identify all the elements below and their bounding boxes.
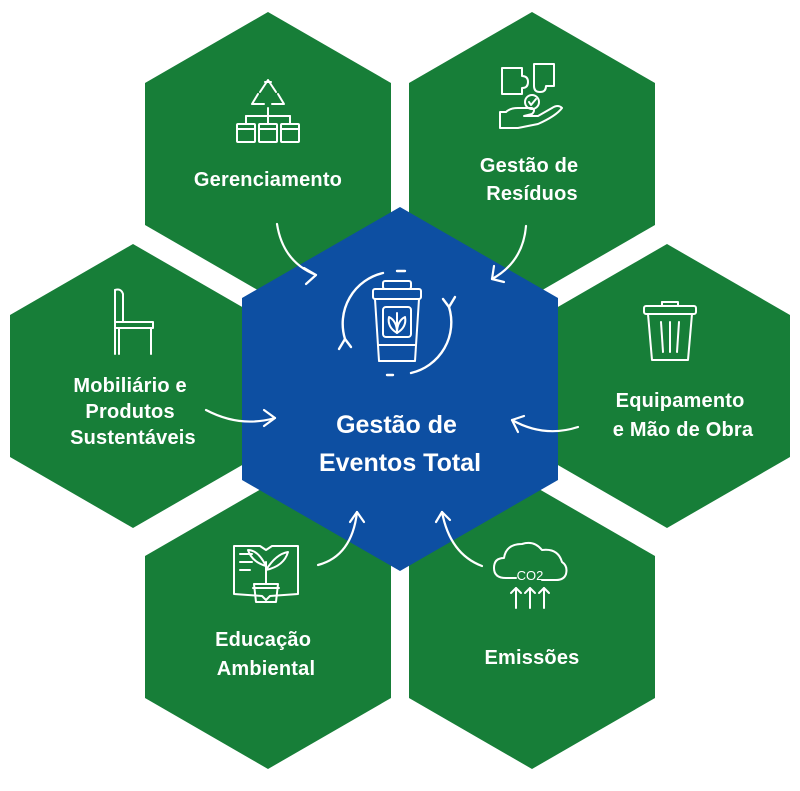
label-gestao-residuos: Gestão de Resíduos: [480, 155, 584, 205]
co2-cloud-icon: [493, 541, 568, 609]
hex-educacao: [145, 485, 391, 769]
hex-center: [242, 207, 558, 571]
arrow-mobiliario: [204, 408, 277, 423]
recycle-network-icon: [236, 79, 300, 143]
hex-gestao-residuos: [409, 12, 655, 296]
hex-mobiliario: [10, 244, 256, 528]
label-emissoes: Emissões: [485, 647, 580, 669]
book-plant-icon: [233, 545, 299, 603]
arrow-equipamento: [510, 418, 580, 433]
arrow-educacao: [316, 510, 359, 567]
hex-gerenciamento: [145, 12, 391, 296]
hex-emissoes: [409, 485, 655, 769]
recycling-bin-icon: [337, 269, 457, 377]
arrow-emissoes: [440, 510, 484, 568]
trash-can-icon: [643, 301, 697, 361]
label-mobiliario: Mobiliário e Produtos Sustentáveis: [70, 375, 196, 449]
label-gerenciamento: Gerenciamento: [194, 169, 342, 191]
center-label: Gestão de Eventos Total: [319, 411, 481, 477]
chair-icon: [114, 288, 154, 355]
co2-label: CO2: [517, 568, 544, 583]
arrows: [204, 222, 580, 568]
hex-equipamento: [544, 244, 790, 528]
label-equipamento: Equipamento e Mão de Obra: [613, 390, 754, 441]
arrow-gestao-residuos: [490, 224, 528, 281]
label-educacao: Educação Ambiental: [215, 629, 317, 680]
puzzle-hand-icon: [499, 63, 563, 129]
